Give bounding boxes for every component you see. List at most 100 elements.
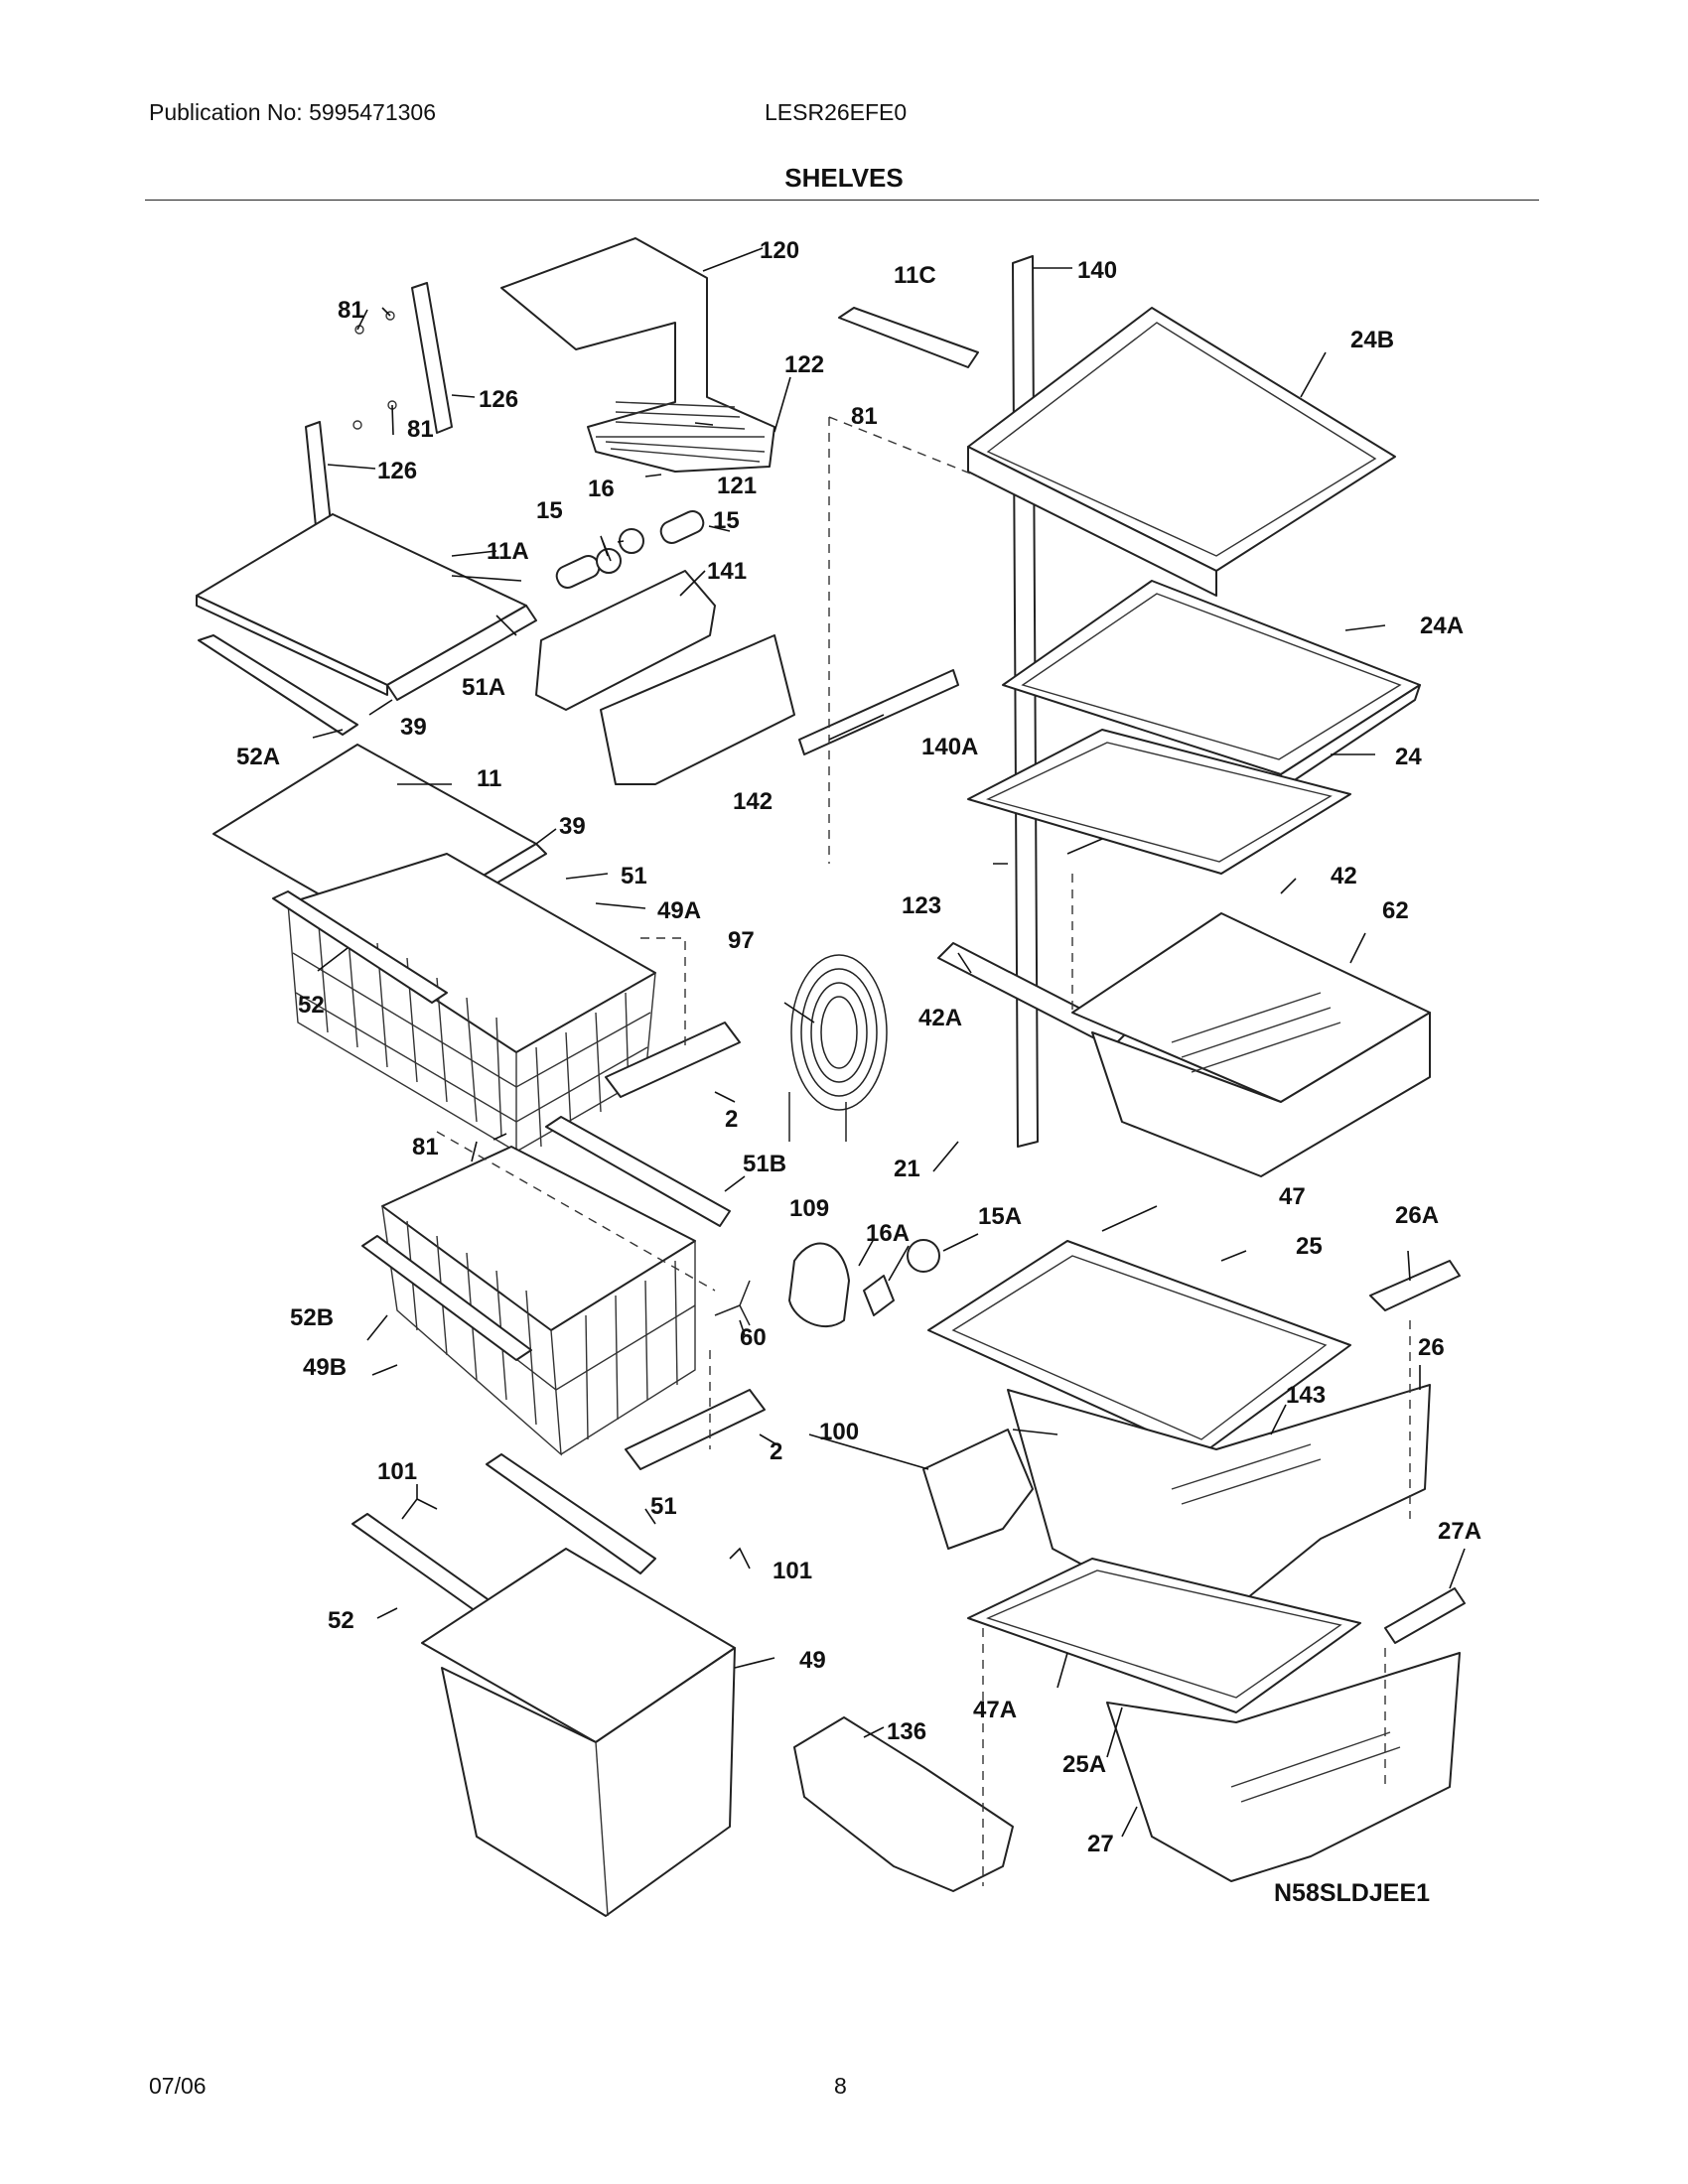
model-number: LESR26EFE0 — [765, 99, 908, 125]
callout-62: 62 — [1382, 897, 1409, 924]
part-52-rail — [272, 890, 448, 1004]
part-24-shelf — [967, 729, 1351, 875]
callout-143: 143 — [1286, 1382, 1326, 1409]
header-divider — [145, 200, 1539, 201]
part-52A-rail — [198, 634, 358, 736]
callout-47A: 47A — [973, 1697, 1017, 1723]
callout-126-bottom: 126 — [377, 458, 417, 484]
part-51b-rail — [486, 1453, 656, 1574]
part-11C-bracket — [838, 307, 979, 368]
callout-47: 47 — [1279, 1183, 1306, 1210]
part-109-lamp-cover — [788, 1239, 940, 1327]
callout-labels: 120 11C 140 81 126 81 126 122 81 24B 121… — [236, 237, 1481, 1907]
callout-24B: 24B — [1350, 327, 1394, 353]
callout-11A: 11A — [487, 538, 529, 565]
callout-24: 24 — [1395, 744, 1422, 770]
part-62-drawer — [1071, 912, 1431, 1177]
callout-27: 27 — [1087, 1831, 1114, 1857]
callout-60: 60 — [740, 1324, 767, 1351]
part-126-brackets — [305, 282, 453, 547]
callout-123: 123 — [902, 892, 941, 919]
callout-49B: 49B — [303, 1354, 347, 1381]
callout-52-upper: 52 — [298, 992, 325, 1019]
callout-42: 42 — [1331, 863, 1357, 889]
part-142-cover — [600, 634, 795, 785]
part-51B-rail — [545, 1116, 731, 1227]
part-141-bracket — [535, 570, 716, 711]
callout-39-lower: 39 — [559, 813, 586, 840]
callout-25: 25 — [1296, 1233, 1323, 1260]
callout-16A: 16A — [866, 1220, 910, 1247]
callout-136: 136 — [887, 1718, 926, 1745]
callout-140A: 140A — [921, 734, 978, 760]
callout-27A: 27A — [1438, 1518, 1481, 1545]
exploded-parts-diagram: 120 11C 140 81 126 81 126 122 81 24B 121… — [196, 237, 1481, 1917]
part-27-crisper-drawer — [1106, 1652, 1461, 1882]
callout-97: 97 — [728, 927, 755, 954]
callout-25A: 25A — [1062, 1751, 1106, 1778]
callout-26A: 26A — [1395, 1202, 1439, 1229]
callout-16: 16 — [588, 476, 615, 502]
callout-15-right: 15 — [713, 507, 740, 534]
callout-2-lower: 2 — [770, 1438, 782, 1465]
leader-lines — [312, 247, 1466, 1838]
part-49B-wire-basket — [381, 1146, 696, 1456]
callout-81-mid: 81 — [407, 416, 434, 443]
callout-81-lower: 81 — [412, 1134, 439, 1160]
callout-121: 121 — [717, 473, 757, 499]
callout-15A: 15A — [978, 1203, 1022, 1230]
callout-101-left: 101 — [377, 1458, 417, 1485]
part-49A-wire-basket — [287, 853, 656, 1154]
callout-52B: 52B — [290, 1304, 334, 1331]
part-60-wire — [714, 1280, 751, 1326]
callout-100: 100 — [819, 1419, 859, 1445]
callout-2-upper: 2 — [725, 1106, 738, 1133]
publication-number: Publication No: 5995471306 — [149, 99, 437, 125]
callout-122: 122 — [784, 351, 824, 378]
part-2b-cover — [625, 1389, 766, 1470]
page-title: SHELVES — [784, 163, 904, 193]
part-47A-crisper-cover — [967, 1558, 1361, 1713]
callout-51-upper: 51 — [621, 863, 647, 889]
callout-49: 49 — [799, 1647, 826, 1674]
callout-142: 142 — [733, 788, 773, 815]
part-120-upper-bin — [500, 237, 775, 473]
callout-126-top: 126 — [479, 386, 518, 413]
part-27A-bracket — [1384, 1587, 1466, 1644]
part-49-crisper-bin — [421, 1548, 736, 1917]
callout-51A: 51A — [462, 674, 505, 701]
callout-15-left: 15 — [536, 497, 563, 524]
callout-109: 109 — [789, 1195, 829, 1222]
part-47-crisper-cover — [927, 1240, 1351, 1455]
callout-11: 11 — [477, 765, 501, 792]
part-100-panel — [922, 1429, 1034, 1550]
callout-24A: 24A — [1420, 613, 1464, 639]
part-97-tubing — [788, 954, 888, 1142]
part-26A-bracket — [1369, 1260, 1461, 1311]
callout-141: 141 — [707, 558, 747, 585]
callout-81-top: 81 — [338, 297, 364, 324]
callout-81-right: 81 — [851, 403, 878, 430]
callout-11C: 11C — [894, 262, 936, 289]
page-number: 8 — [834, 2073, 847, 2099]
callout-39-upper: 39 — [400, 714, 427, 741]
diagram-code: N58SLDJEE1 — [1274, 1879, 1430, 1907]
part-11A-shelf — [196, 513, 537, 701]
part-140A-strip — [798, 669, 959, 755]
part-24B-shelf — [967, 307, 1396, 597]
callout-42A: 42A — [918, 1005, 962, 1031]
footer-date: 07/06 — [149, 2073, 207, 2099]
callout-49A: 49A — [657, 897, 701, 924]
callout-26: 26 — [1418, 1334, 1445, 1361]
guide-line — [436, 416, 1411, 1886]
part-140-channel — [1012, 255, 1039, 1148]
callout-52A: 52A — [236, 744, 280, 770]
callout-51B: 51B — [743, 1151, 786, 1177]
callout-101-right: 101 — [773, 1558, 812, 1584]
callout-51-lower: 51 — [650, 1493, 677, 1520]
callout-120: 120 — [760, 237, 799, 264]
callout-21: 21 — [894, 1156, 920, 1182]
callout-140: 140 — [1077, 257, 1117, 284]
part-52B-rail — [361, 1235, 532, 1361]
callout-52-lower: 52 — [328, 1607, 354, 1634]
